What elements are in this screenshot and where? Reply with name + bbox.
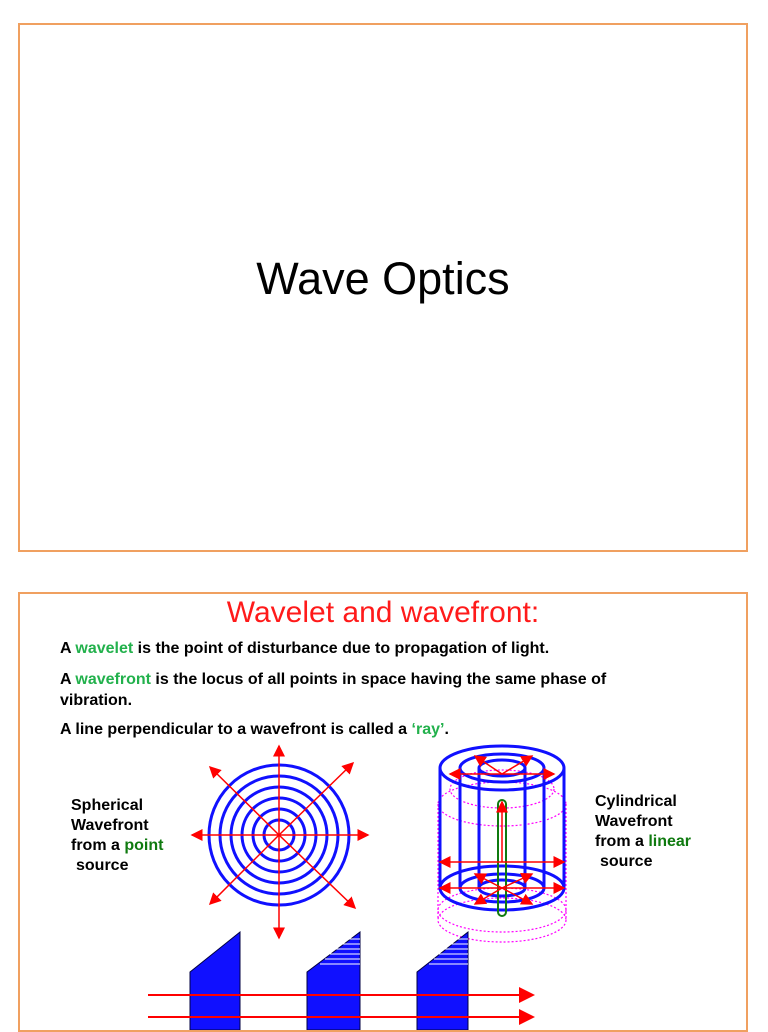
ray-term: ‘ray’: [411, 721, 445, 738]
wavefront-term: wavefront: [75, 671, 151, 688]
spherical-line2: Wavefront: [71, 817, 149, 834]
cylindrical-source: source: [600, 853, 653, 870]
wavelet-term: wavelet: [75, 640, 134, 657]
slide-title-text: Wave Optics: [256, 253, 510, 304]
p2-prefix: A: [60, 671, 76, 688]
ray-definition: A line perpendicular to a wavefront is c…: [60, 719, 660, 740]
p1-prefix: A: [60, 640, 76, 657]
spherical-from: from a: [71, 837, 125, 854]
p3-prefix: A line perpendicular to a wavefront is c…: [60, 721, 412, 738]
spherical-label: Spherical Wavefront from a point source: [71, 796, 191, 876]
point-term: point: [124, 837, 164, 854]
wavelet-definition: A wavelet is the point of disturbance du…: [60, 638, 660, 659]
p2-text: is the locus of all points in space havi…: [60, 671, 607, 709]
p1-text: is the point of disturbance due to propa…: [133, 640, 550, 657]
cylindrical-line2: Wavefront: [595, 813, 673, 830]
wavefront-definition: A wavefront is the locus of all points i…: [60, 669, 660, 711]
linear-term: linear: [648, 833, 692, 850]
cylindrical-wavefront-diagram: [437, 744, 567, 943]
spherical-line1: Spherical: [71, 797, 144, 814]
spherical-source: source: [76, 857, 129, 874]
plane-wavefront-diagram: [148, 930, 535, 1030]
linear-source: [497, 799, 507, 917]
spherical-wavefront-diagram: [190, 744, 370, 940]
slide-title: Wave Optics: [18, 23, 748, 552]
slide-wavelet-wavefront: Wavelet and wavefront: A wavelet is the …: [18, 592, 748, 1032]
cylindrical-line1: Cylindrical: [595, 793, 677, 810]
wavefront-figures: [148, 744, 567, 1030]
cylindrical-from: from a: [595, 833, 649, 850]
cylindrical-label: Cylindrical Wavefront from a linear sour…: [595, 792, 725, 872]
slide-heading: Wavelet and wavefront:: [226, 596, 540, 629]
p3-suffix: .: [444, 721, 449, 738]
